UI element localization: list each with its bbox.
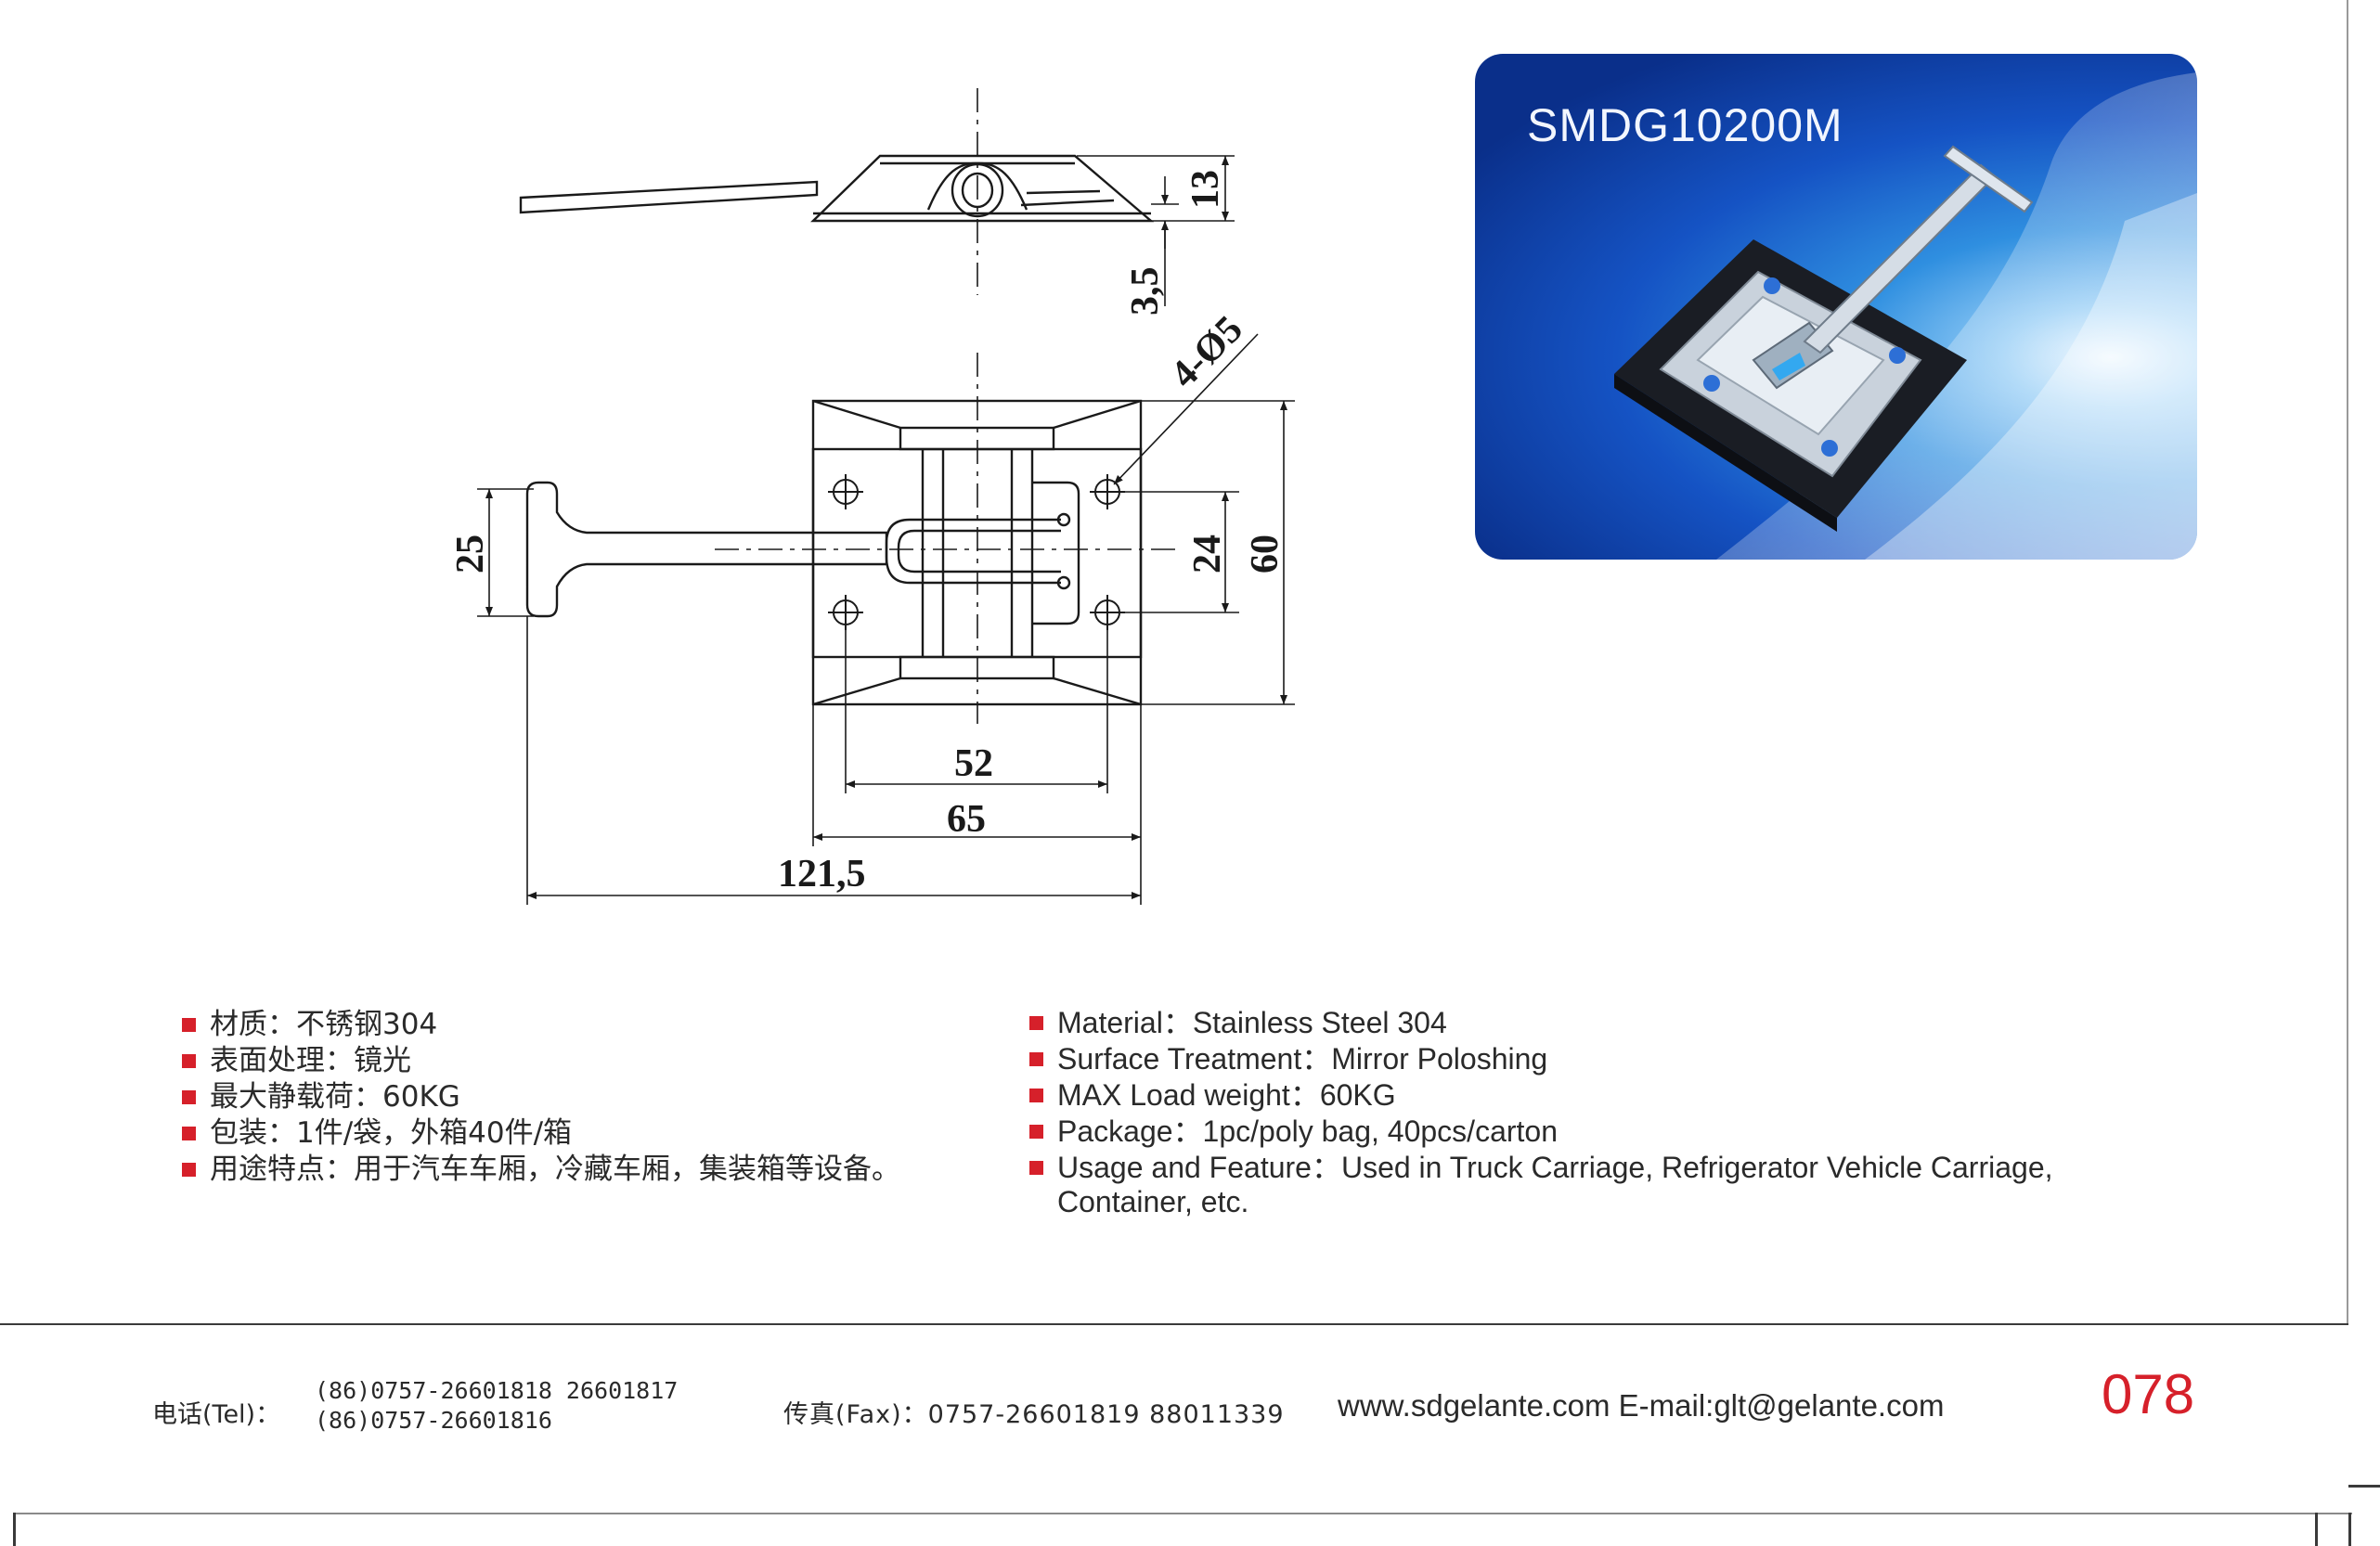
bullet-square-icon <box>182 1054 196 1068</box>
tel-line-1: (86)0757-26601818 26601817 <box>315 1377 679 1404</box>
spec-list-english: Material：Stainless Steel 304 Surface Tre… <box>1029 1005 2053 1217</box>
dimension-lines <box>477 155 1295 905</box>
dim-25: 25 <box>449 535 492 573</box>
footer-divider-top <box>0 1323 2348 1325</box>
spec-item-en: Surface Treatment：Mirror Poloshing <box>1029 1041 2053 1077</box>
dimension-labels: 13 3,5 4-Ø5 60 24 25 52 65 121,5 <box>449 170 1287 895</box>
tel-label: 电话(Tel)： <box>152 1400 281 1429</box>
dim-60: 60 <box>1244 535 1287 573</box>
mounting-holes <box>828 474 1125 630</box>
dim-holes: 4-Ø5 <box>1163 308 1251 396</box>
bullet-square-icon <box>182 1018 196 1032</box>
web-email: www.sdgelante.com E-mail:glt@gelante.com <box>1338 1388 1945 1423</box>
bullet-square-icon <box>182 1090 196 1104</box>
crop-mark-left <box>13 1513 16 1546</box>
dim-24: 24 <box>1186 535 1229 573</box>
dim-65: 65 <box>947 798 986 841</box>
spec-item-en: Usage and Feature：Used in Truck Carriage… <box>1029 1150 2053 1186</box>
spec-item-cn: 包装：1件/袋，外箱40件/箱 <box>182 1115 900 1152</box>
tel-line-2: (86)0757-26601816 <box>315 1407 552 1434</box>
crop-mark-right-2 <box>2348 1485 2380 1488</box>
dim-52: 52 <box>954 742 993 785</box>
crop-mark-right <box>2315 1513 2318 1546</box>
center-lines <box>715 88 1179 724</box>
latch-photo <box>1614 145 2034 532</box>
technical-drawing: 13 3,5 4-Ø5 60 24 25 52 65 121,5 <box>449 88 1295 905</box>
bullet-square-icon <box>1029 1125 1043 1139</box>
bottom-rule <box>13 1513 2352 1514</box>
bullet-square-icon <box>182 1127 196 1140</box>
fax-info: 传真(Fax)：0757-26601819 88011339 <box>783 1400 1285 1429</box>
spec-item-cn: 表面处理：镜光 <box>182 1043 900 1079</box>
spec-item-en-cont: Container, etc. <box>1057 1185 1249 1218</box>
spec-item-en: Material：Stainless Steel 304 <box>1029 1005 2053 1041</box>
page-number: 078 <box>2102 1363 2195 1425</box>
crop-mark-right-3 <box>2348 1513 2351 1546</box>
bullet-square-icon <box>1029 1052 1043 1066</box>
spec-list-chinese: 材质：不锈钢304 表面处理：镜光 最大静载荷：60KG 包装：1件/袋，外箱4… <box>182 1007 900 1188</box>
spec-item-cn: 最大静载荷：60KG <box>182 1079 900 1115</box>
bullet-square-icon <box>1029 1089 1043 1102</box>
spec-item-cn: 用途特点：用于汽车车厢，冷藏车厢，集装箱等设备。 <box>182 1152 900 1188</box>
dim-13: 13 <box>1184 170 1227 209</box>
page-edge-line <box>2347 0 2348 1323</box>
front-view <box>525 399 1143 706</box>
bullet-square-icon <box>1029 1016 1043 1030</box>
spec-item-en: Package：1pc/poly bag, 40pcs/carton <box>1029 1114 2053 1150</box>
dim-3-5: 3,5 <box>1124 267 1167 316</box>
product-photo-card: SMDG10200M <box>1475 54 2197 560</box>
spec-item-cn: 材质：不锈钢304 <box>182 1007 900 1043</box>
bullet-square-icon <box>1029 1161 1043 1175</box>
side-view <box>519 154 1155 223</box>
bullet-square-icon <box>182 1163 196 1177</box>
product-model: SMDG10200M <box>1527 99 1843 151</box>
spec-item-en: MAX Load weight：60KG <box>1029 1077 2053 1114</box>
dim-121-5: 121,5 <box>778 853 866 895</box>
light-swoosh <box>1716 72 2197 560</box>
